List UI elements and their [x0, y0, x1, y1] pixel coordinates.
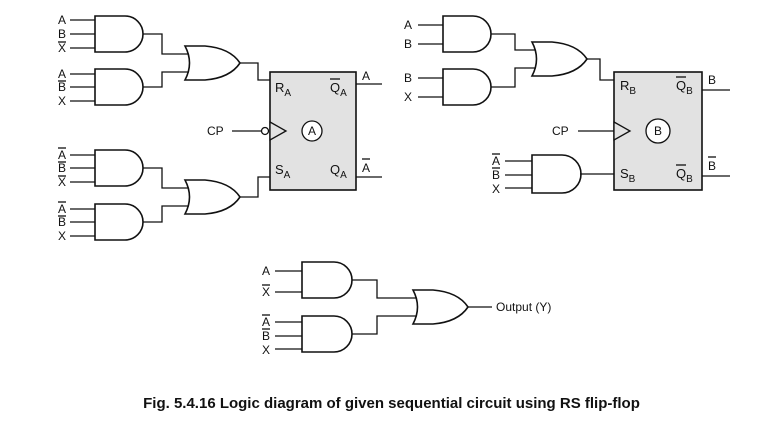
- and-gate-b1: [442, 15, 492, 53]
- or-gate-sa: [183, 179, 241, 215]
- input-a1-3: X: [58, 41, 66, 55]
- ff-a-name-circle: [301, 120, 323, 142]
- or-gate-rb: [530, 41, 588, 77]
- and-gate-y2: [301, 315, 353, 353]
- ff-a-clock-triangle: [269, 120, 288, 142]
- input-a4-2: B: [58, 215, 66, 229]
- input-a2-2: B: [58, 80, 66, 94]
- ff-b-q-label: QB: [676, 166, 693, 185]
- input-a3-3: X: [58, 175, 66, 189]
- and-gate-a4: [94, 203, 144, 241]
- input-a4-1: A: [58, 202, 66, 216]
- ff-a-qbar-label: QA: [330, 80, 347, 99]
- ff-b-clock-label: CP: [552, 124, 569, 138]
- ff-a-s-label: SA: [275, 162, 291, 181]
- ff-a-q-label: QA: [330, 162, 347, 181]
- and-gate-a3: [94, 149, 144, 187]
- input-y1-2: X: [262, 285, 270, 299]
- input-b3-3: X: [492, 182, 500, 196]
- input-b3-1: A: [492, 154, 500, 168]
- ff-a-output-top: A: [362, 69, 370, 83]
- input-a4-3: X: [58, 229, 66, 243]
- input-b3-2: B: [492, 168, 500, 182]
- and-gate-b3: [531, 154, 582, 194]
- input-b2-1: B: [404, 71, 412, 85]
- ff-a-output-bottom: A: [362, 161, 370, 175]
- ff-b-qbar-label: QB: [676, 78, 693, 97]
- input-y1-1: A: [262, 264, 270, 278]
- ff-b-name-circle: [645, 118, 671, 144]
- ff-b-name: B: [654, 124, 662, 138]
- input-a2-3: X: [58, 94, 66, 108]
- ff-a-clock-bubble: [260, 126, 270, 136]
- input-b1-1: A: [404, 18, 412, 32]
- input-y2-2: B: [262, 329, 270, 343]
- ff-b-output-bottom: B: [708, 159, 716, 173]
- ff-b-output-top: B: [708, 73, 716, 87]
- and-gate-a1: [94, 15, 144, 53]
- and-gate-a2: [94, 68, 144, 106]
- ff-b-r-label: RB: [620, 78, 636, 97]
- figure-caption: Fig. 5.4.16 Logic diagram of given seque…: [143, 395, 640, 412]
- or-gate-ra: [183, 45, 241, 81]
- and-gate-y1: [301, 261, 353, 299]
- input-a2-1: A: [58, 67, 66, 81]
- input-y2-1: A: [262, 315, 270, 329]
- input-y2-3: X: [262, 343, 270, 357]
- input-a3-2: B: [58, 161, 66, 175]
- ff-a-clock-label: CP: [207, 124, 224, 138]
- input-b2-2: X: [404, 90, 412, 104]
- ff-a-name: A: [308, 124, 316, 138]
- ff-b-s-label: SB: [620, 166, 636, 185]
- input-b1-2: B: [404, 37, 412, 51]
- or-gate-y: [411, 289, 469, 325]
- ff-a-r-label: RA: [275, 80, 291, 99]
- input-a1-2: B: [58, 27, 66, 41]
- input-a1-1: A: [58, 13, 66, 27]
- output-y-label: Output (Y): [496, 300, 551, 314]
- input-a3-1: A: [58, 148, 66, 162]
- and-gate-b2: [442, 68, 492, 106]
